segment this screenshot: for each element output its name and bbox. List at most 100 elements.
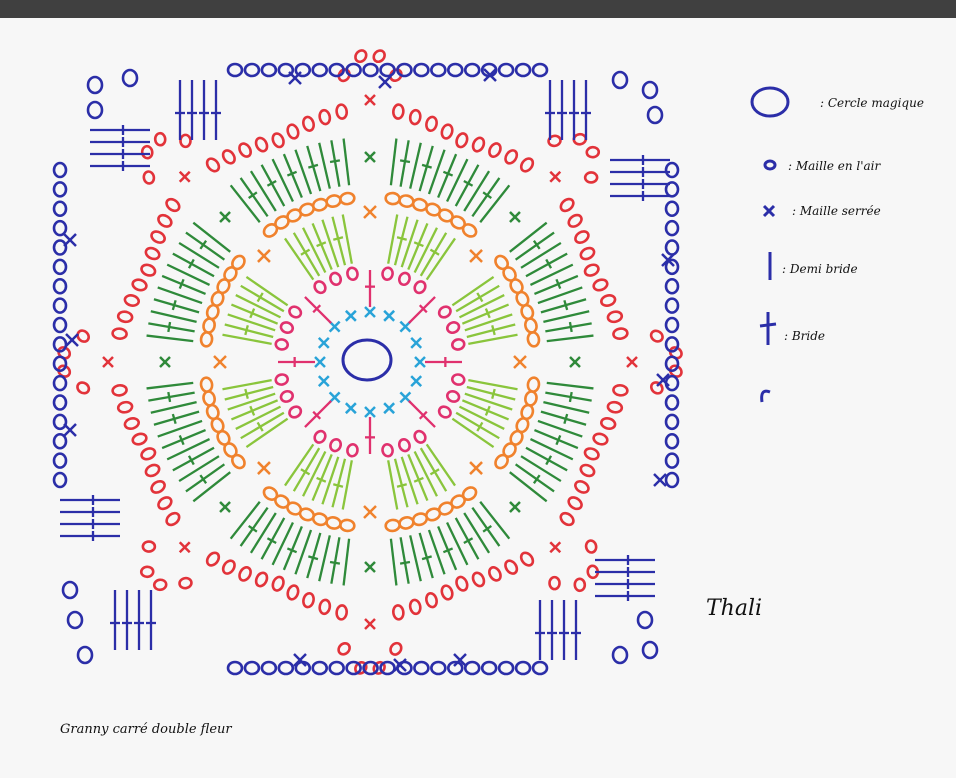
double-crochet — [151, 402, 197, 413]
double-crochet — [134, 590, 144, 650]
chain-stitch — [516, 662, 530, 674]
chain-stitch — [287, 404, 303, 419]
double-crochet — [278, 357, 315, 367]
chain-stitch — [666, 357, 678, 371]
single-crochet — [654, 474, 666, 486]
double-crochet — [251, 171, 276, 211]
chain-stitch — [156, 213, 173, 229]
single-crochet — [627, 357, 637, 367]
double-crochet — [408, 223, 427, 269]
legend-label-chain: : Maille en l'air — [788, 159, 880, 173]
chain-stitch — [329, 271, 343, 286]
chain-stitch — [131, 432, 148, 446]
chain-stitch — [567, 495, 584, 511]
chain-stitch — [414, 64, 428, 76]
double-crochet — [151, 311, 197, 322]
chain-stitch — [666, 415, 678, 429]
chain-stitch — [112, 328, 127, 339]
single-crochet — [180, 542, 190, 552]
chain-stitch — [340, 192, 356, 205]
double-crochet — [543, 311, 589, 322]
double-crochet — [388, 460, 397, 509]
double-crochet — [510, 472, 547, 501]
chain-stitch — [347, 662, 361, 674]
single-crochet — [400, 322, 410, 332]
chain-stitch — [579, 463, 596, 478]
double-crochet — [409, 401, 435, 427]
chain-stitch — [245, 662, 259, 674]
double-crochet — [319, 143, 330, 189]
double-crochet — [231, 502, 260, 539]
magic-ring — [343, 340, 391, 380]
double-crochet — [547, 336, 594, 342]
chain-stitch — [179, 577, 193, 589]
single-crochet — [319, 338, 329, 348]
chain-stitch — [385, 192, 400, 205]
chain-stitch — [271, 132, 286, 149]
chain-stitch — [666, 454, 678, 468]
double-crochet — [90, 137, 150, 147]
double-crochet — [146, 590, 156, 650]
single-crochet — [64, 424, 76, 436]
double-crochet — [472, 178, 499, 216]
magic-ring-icon — [752, 88, 788, 116]
chain-stitch — [573, 479, 590, 495]
double-crochet — [148, 322, 194, 332]
single-crochet-icon — [764, 206, 774, 216]
chain-stitch — [154, 579, 167, 590]
chain-stitch — [221, 148, 237, 165]
single-crochet — [180, 172, 190, 182]
double-crochet — [262, 165, 285, 206]
chain-stitch — [131, 278, 147, 292]
double-crochet — [516, 233, 554, 260]
chain-stitch — [353, 48, 368, 64]
chain-stitch — [425, 116, 438, 132]
caption: Granny carré double fleur — [60, 722, 232, 737]
single-crochet — [103, 357, 113, 367]
double-crochet — [231, 185, 260, 222]
single-crochet — [66, 334, 78, 346]
double-crochet — [456, 518, 479, 559]
chain-stitch — [666, 202, 678, 216]
chain-stitch — [471, 571, 486, 588]
double-crochet — [535, 600, 545, 660]
turn-icon — [762, 391, 770, 402]
double-crochet — [408, 454, 427, 500]
double-crochet — [110, 590, 120, 650]
double-crochet — [307, 146, 320, 191]
chain-stitch — [465, 662, 479, 674]
chain-stitch — [54, 182, 66, 196]
double-crochet — [468, 335, 517, 344]
double-crochet — [559, 600, 569, 660]
double-crochet — [595, 579, 655, 589]
chain-stitch — [286, 584, 300, 600]
chain-stitch — [330, 662, 344, 674]
double-crochet — [186, 233, 224, 260]
chain-stitch — [583, 447, 600, 462]
double-crochet — [610, 179, 670, 189]
chain-stitch — [666, 279, 678, 293]
chain-stitch — [54, 434, 66, 448]
double-crochet — [543, 402, 589, 413]
chain-stitch — [666, 318, 678, 332]
double-crochet — [344, 139, 350, 186]
legend-label-double: : Bride — [784, 329, 825, 343]
chain-stitch — [262, 662, 276, 674]
chain-stitch — [613, 72, 627, 88]
double-crochet — [305, 401, 331, 427]
chain-stitch — [451, 338, 465, 350]
double-crochet — [595, 567, 655, 577]
double-crochet — [472, 508, 499, 546]
chain-stitch — [613, 385, 628, 397]
chain-stitch — [519, 551, 536, 568]
chain-stitch — [144, 463, 161, 478]
chain-stitch — [302, 592, 315, 608]
double-crochet — [179, 243, 219, 268]
chain-stitch — [437, 304, 453, 319]
legend-label-half-double: : Demi bride — [782, 262, 858, 276]
single-crochet — [258, 250, 270, 262]
chain-stitch — [279, 662, 293, 674]
double-crochet — [175, 80, 185, 140]
chain-stitch — [326, 516, 342, 530]
chain-stitch — [573, 229, 590, 245]
